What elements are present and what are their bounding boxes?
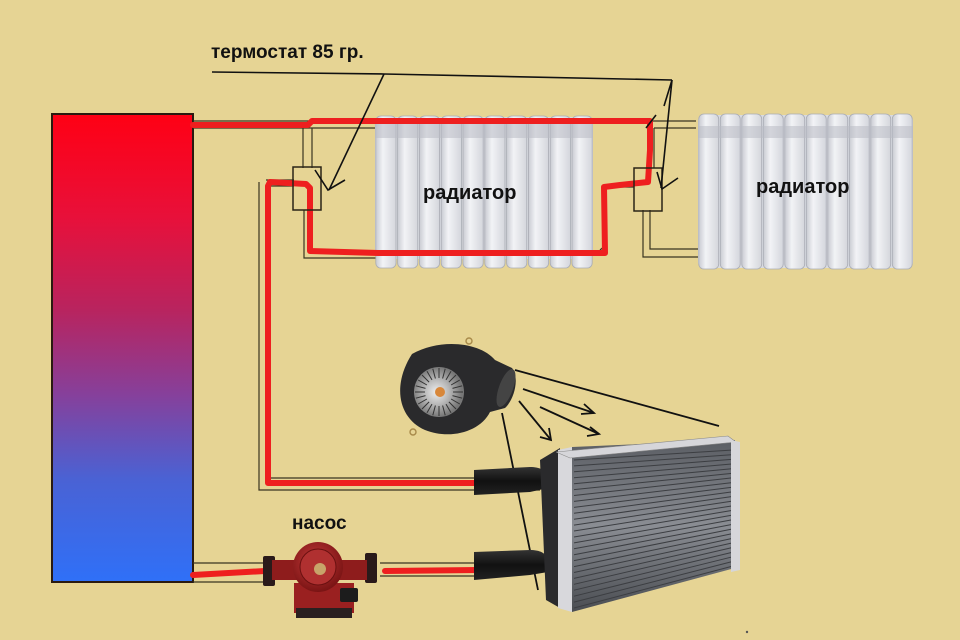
fan-blade bbox=[445, 403, 452, 414]
boiler-tank bbox=[51, 113, 194, 583]
fan-blade bbox=[417, 398, 428, 405]
core-fin bbox=[573, 495, 734, 520]
thermostat-pointer bbox=[211, 71, 679, 192]
core-fin bbox=[573, 556, 734, 597]
radiator-1-section bbox=[440, 115, 462, 269]
radiator-2 bbox=[698, 113, 913, 270]
radiator-1-section bbox=[375, 115, 397, 269]
fan-blade bbox=[432, 368, 436, 379]
core-fin bbox=[573, 468, 734, 485]
radiator-2-section bbox=[891, 113, 913, 270]
core-fin bbox=[573, 519, 734, 550]
fan-blade bbox=[442, 405, 446, 416]
radiator-1-section bbox=[484, 115, 506, 269]
fan-blade bbox=[452, 385, 463, 389]
radiator-2-section bbox=[870, 113, 892, 270]
radiator-2-section bbox=[762, 113, 784, 270]
circulation-pump bbox=[263, 542, 377, 618]
radiator-1-section bbox=[571, 115, 593, 269]
core-fin bbox=[573, 528, 734, 562]
core-fin bbox=[573, 463, 734, 479]
core-fin bbox=[573, 533, 734, 568]
radiator-1-section bbox=[418, 115, 440, 269]
core-fin bbox=[573, 505, 734, 532]
core-fin bbox=[573, 551, 734, 591]
radiator-2-label: радиатор bbox=[756, 176, 850, 198]
radiator-1-section bbox=[462, 115, 484, 269]
radiator-1-label: радиатор bbox=[423, 182, 517, 204]
radiator-1-section bbox=[506, 115, 528, 269]
fan-blade bbox=[445, 370, 452, 381]
heater-core bbox=[474, 435, 740, 612]
radiator-1-section bbox=[528, 115, 550, 269]
core-fin bbox=[573, 542, 734, 579]
fan-blade bbox=[426, 370, 433, 381]
stray-dot bbox=[745, 630, 749, 634]
radiator-2-section bbox=[848, 113, 870, 270]
fan-blade bbox=[452, 395, 463, 399]
core-fin bbox=[573, 514, 734, 544]
blower-fan bbox=[400, 337, 516, 436]
radiator-2-section bbox=[805, 113, 827, 270]
core-fin bbox=[573, 449, 734, 461]
core-fin bbox=[573, 509, 734, 538]
fan-blade bbox=[450, 379, 461, 386]
radiator-2-section bbox=[784, 113, 806, 270]
core-fin bbox=[573, 523, 734, 556]
thermostat-1 bbox=[292, 166, 322, 211]
core-fin bbox=[573, 546, 734, 585]
core-fin bbox=[573, 472, 734, 491]
fan-blade bbox=[417, 379, 428, 386]
core-fin bbox=[573, 560, 734, 603]
fan-blade bbox=[442, 368, 446, 379]
radiator-2-section bbox=[698, 113, 720, 270]
thermostat-label: термостат 85 гр. bbox=[211, 42, 364, 63]
fan-blade bbox=[415, 395, 426, 399]
hot-water-pipe bbox=[190, 118, 653, 578]
fan-blade bbox=[421, 374, 430, 383]
radiator-2-section bbox=[719, 113, 741, 270]
radiator-2-section bbox=[741, 113, 763, 270]
core-fin bbox=[573, 486, 734, 508]
core-fin bbox=[573, 454, 734, 467]
radiator-1-section bbox=[549, 115, 571, 269]
core-fin bbox=[573, 491, 734, 514]
fan-blade bbox=[421, 401, 430, 410]
fan-blade bbox=[448, 401, 457, 410]
fan-blade bbox=[450, 398, 461, 405]
pump-label: насос bbox=[292, 513, 347, 534]
core-fin bbox=[573, 477, 734, 496]
fan-blade bbox=[415, 385, 426, 389]
fan-blade bbox=[432, 405, 436, 416]
core-fin bbox=[573, 482, 734, 502]
fan-blade bbox=[448, 374, 457, 383]
core-fin bbox=[573, 458, 734, 473]
radiator-2-section bbox=[827, 113, 849, 270]
radiator-1-section bbox=[397, 115, 419, 269]
radiator-1 bbox=[375, 115, 593, 269]
core-fin bbox=[573, 500, 734, 526]
core-fin bbox=[573, 565, 734, 609]
core-fin bbox=[573, 537, 734, 573]
fan-blade bbox=[426, 403, 433, 414]
